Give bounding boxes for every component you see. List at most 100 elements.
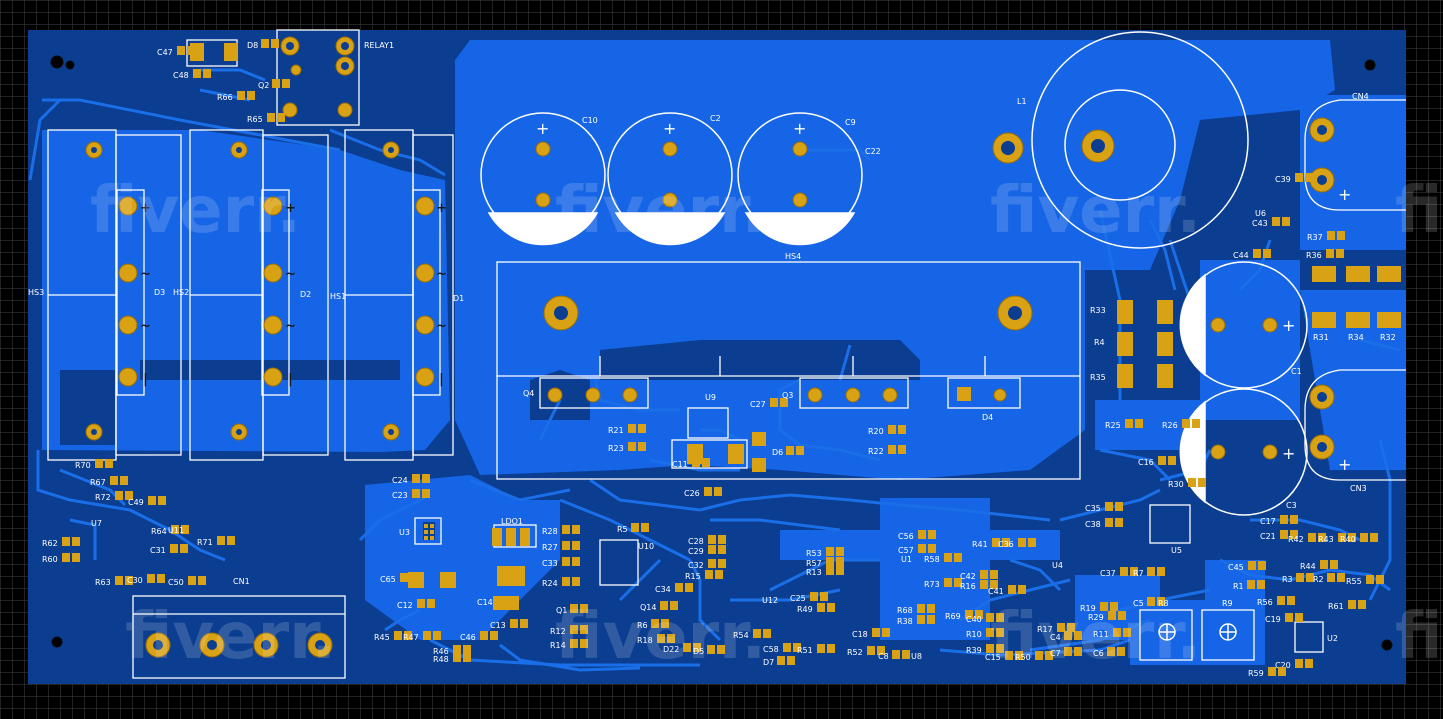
r9-label: R9	[1222, 599, 1233, 608]
component-r14: R14	[550, 639, 588, 650]
plus-mark: +	[663, 119, 676, 138]
designator: C27	[750, 400, 766, 409]
designator: R28	[542, 527, 558, 536]
component-c37: C37	[1100, 567, 1138, 578]
component-c44: C44	[1233, 249, 1271, 260]
smd-pad	[793, 643, 801, 652]
smd-pad	[1008, 585, 1016, 594]
plus-mark: +	[1338, 185, 1351, 204]
component-c47: C47	[157, 46, 195, 57]
smd-pad	[717, 645, 725, 654]
smd-pad	[1327, 231, 1335, 240]
component-c34: C34	[655, 583, 693, 594]
designator: C12	[397, 601, 413, 610]
smd-pad	[148, 496, 156, 505]
ac-mark: ~	[436, 267, 447, 282]
component-r26: R26	[1162, 419, 1200, 430]
watermark-text: fiverr.	[90, 174, 301, 248]
component-r70: R70	[75, 459, 113, 470]
smd-pad	[1067, 623, 1075, 632]
ac-mark: ~	[285, 319, 296, 334]
component-r43: R43	[1318, 533, 1356, 544]
smd-pad	[1158, 456, 1166, 465]
designator: R39	[966, 646, 982, 655]
smd-pad	[1168, 456, 1176, 465]
designator: R64	[151, 527, 167, 536]
smd-pad	[463, 653, 471, 662]
component-r20: R20	[868, 425, 906, 436]
designator: C7	[1050, 649, 1061, 658]
smd-pad	[631, 523, 639, 532]
smd-pad	[1064, 647, 1072, 656]
smd-pad	[944, 578, 952, 587]
smd-pad	[1348, 600, 1356, 609]
designator: R41	[972, 540, 988, 549]
smd-pad	[1376, 575, 1384, 584]
smd-pad	[247, 91, 255, 100]
smd-pad	[170, 544, 178, 553]
designator: C38	[1085, 520, 1101, 529]
component-c38: C38	[1085, 518, 1123, 529]
smd-pad	[827, 603, 835, 612]
smd-pad	[1192, 419, 1200, 428]
smd-pad	[628, 442, 636, 451]
smd-pad	[1113, 628, 1121, 637]
component-c20: C20	[1275, 659, 1313, 670]
component-r41: R41	[972, 538, 1010, 549]
component-r34: R34	[1348, 333, 1364, 342]
component-c4: C4	[1050, 631, 1082, 642]
component-q14: Q14	[640, 601, 678, 612]
smd-pad	[1188, 478, 1196, 487]
ac-mark: ~	[140, 267, 151, 282]
component-c33: C33	[542, 557, 580, 568]
smd-pad	[1305, 659, 1313, 668]
smd-pad	[277, 113, 285, 122]
smd-pad	[826, 547, 834, 556]
designator: R12	[550, 627, 566, 636]
component-r52: R52	[847, 646, 885, 657]
component-r29: R29	[1088, 611, 1126, 622]
smd-pad	[780, 398, 788, 407]
designator: R63	[95, 578, 111, 587]
smd-pad	[1123, 628, 1131, 637]
smd-pad	[898, 425, 906, 434]
smd-pad	[237, 91, 245, 100]
designator: R3	[1282, 575, 1293, 584]
designator: C28	[688, 537, 704, 546]
u10-label: U10	[638, 542, 654, 551]
designator: C34	[655, 585, 671, 594]
component-r15: R15	[685, 570, 723, 581]
component-r42: R42	[1288, 533, 1326, 544]
component-r6: R6	[637, 619, 669, 630]
smd-pad	[882, 628, 890, 637]
designator: C49	[128, 498, 144, 507]
component-c39: C39	[1275, 173, 1313, 184]
u4-label: U4	[1052, 561, 1063, 570]
q4-label: Q4	[523, 389, 534, 398]
watermark-text: fiverr.	[1395, 600, 1443, 674]
smd-pad	[661, 619, 669, 628]
smd-pad	[1074, 631, 1082, 640]
smd-pad	[580, 639, 588, 648]
designator: R27	[542, 543, 558, 552]
designator: C33	[542, 559, 558, 568]
component-c48: C48	[173, 69, 211, 80]
component-r60: R60	[42, 553, 80, 564]
watermark-text: fiverr.	[990, 600, 1201, 674]
smd-pad	[867, 646, 875, 655]
designator: R33	[1090, 306, 1106, 315]
smd-pad	[1280, 515, 1288, 524]
watermark-text: fiverr.	[555, 174, 766, 248]
designator: R72	[95, 493, 111, 502]
designator: C21	[1260, 532, 1276, 541]
smd-pad	[1336, 249, 1344, 258]
designator: R46	[433, 647, 449, 656]
smd-pad	[1120, 567, 1128, 576]
smd-pad	[1320, 560, 1328, 569]
designator: C6	[1093, 649, 1104, 658]
smd-pad	[1337, 231, 1345, 240]
component-c45: C45	[1228, 561, 1266, 572]
component-q1: Q1	[556, 604, 588, 615]
via-holes	[91, 42, 1327, 650]
designator: C8	[878, 652, 889, 661]
